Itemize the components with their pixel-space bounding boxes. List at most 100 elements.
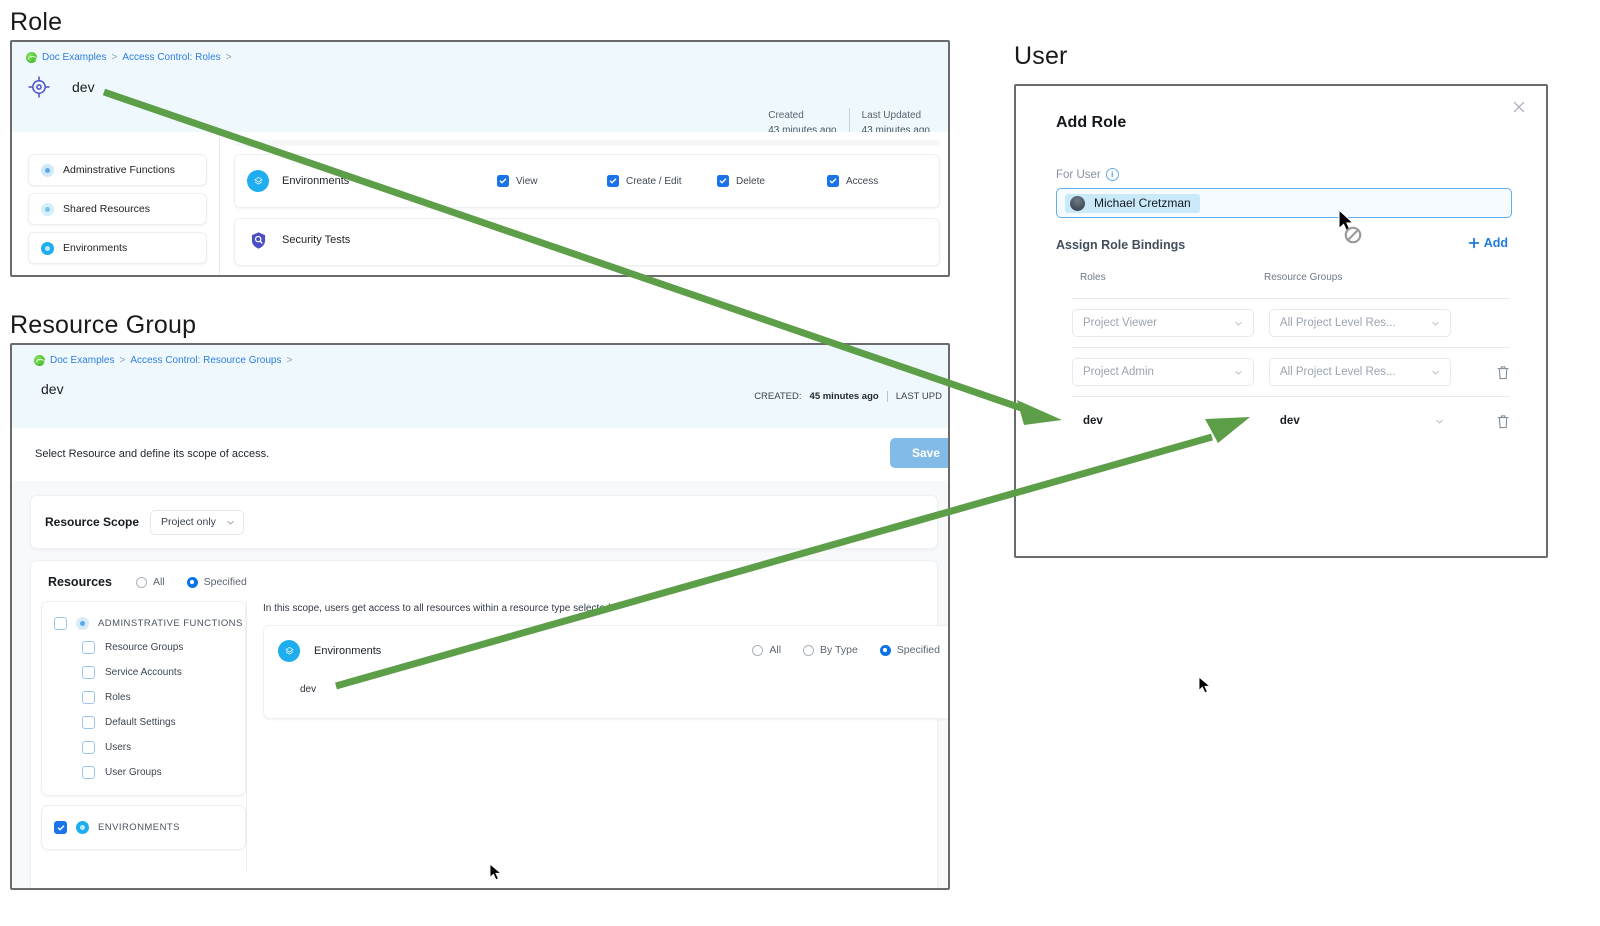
- resource-group-select[interactable]: All Project Level Res...: [1268, 309, 1451, 337]
- checkbox-view[interactable]: View: [497, 175, 607, 187]
- table-row: dev dev: [1072, 396, 1510, 445]
- checkbox-create-edit[interactable]: Create / Edit: [607, 175, 717, 187]
- checkbox-delete[interactable]: Delete: [717, 175, 827, 187]
- sidebar-item-label: Adminstrative Functions: [63, 164, 176, 176]
- resource-item-roles[interactable]: Roles: [42, 685, 245, 710]
- radio-resources-all[interactable]: All: [135, 576, 165, 588]
- role-select[interactable]: Project Viewer: [1072, 309, 1254, 337]
- resource-scope-select[interactable]: Project only: [150, 509, 244, 535]
- user-chip-label: Michael Cretzman: [1094, 196, 1191, 210]
- radio-icon: [752, 644, 764, 656]
- save-button[interactable]: Save: [889, 438, 948, 468]
- resource-group-select[interactable]: All Project Level Res...: [1268, 358, 1451, 386]
- checkbox-checked-icon: [607, 175, 619, 187]
- checkbox-icon[interactable]: [82, 666, 95, 679]
- radio-label: Specified: [203, 576, 247, 588]
- resource-item-label: User Groups: [105, 767, 162, 778]
- checkbox-icon[interactable]: [82, 691, 95, 704]
- resource-scope-label: Resource Scope: [45, 515, 140, 529]
- dot-icon: [76, 617, 89, 630]
- add-binding-button[interactable]: Add: [1468, 236, 1508, 250]
- chevron-down-icon: [1436, 419, 1443, 424]
- bindings-table-body: Project Viewer All Project Level Res... …: [1072, 298, 1510, 445]
- checkbox-access[interactable]: Access: [827, 175, 937, 187]
- checkbox-checked-icon: [827, 175, 839, 187]
- radio-icon: [135, 576, 147, 588]
- breadcrumb-item-resource-groups[interactable]: Access Control: Resource Groups: [130, 355, 282, 366]
- add-binding-label: Add: [1483, 236, 1508, 250]
- user-input[interactable]: Michael Cretzman: [1056, 188, 1512, 218]
- resource-scope-value: Project only: [161, 516, 216, 528]
- resource-item-label: Service Accounts: [105, 667, 182, 678]
- dot-icon: [41, 202, 54, 216]
- for-user-label: For User i: [1056, 168, 1119, 181]
- resource-group-subheader: Select Resource and define its scope of …: [12, 428, 948, 482]
- radio-label: By Type: [820, 644, 858, 656]
- resource-group-select-value: All Project Level Res...: [1279, 366, 1396, 378]
- resource-item-resource-groups[interactable]: Resource Groups: [42, 635, 245, 660]
- role-meta-created-label: Created: [768, 110, 804, 121]
- breadcrumb-item-roles[interactable]: Access Control: Roles: [122, 52, 221, 63]
- group-header[interactable]: ADMINSTRATIVE FUNCTIONS: [42, 612, 245, 635]
- resource-group-cell: All Project Level Res...: [1268, 309, 1466, 337]
- checkbox-icon[interactable]: [82, 766, 95, 779]
- scope-note: In this scope, users get access to all r…: [263, 603, 611, 614]
- resource-group-title: dev: [41, 381, 64, 397]
- sidebar-item-environments[interactable]: Environments: [28, 232, 207, 264]
- info-icon[interactable]: i: [1105, 168, 1119, 181]
- role-select-value: Project Viewer: [1083, 317, 1157, 329]
- sidebar-item-administrative-functions[interactable]: Adminstrative Functions: [28, 154, 207, 186]
- group-header[interactable]: ENVIRONMENTS: [42, 816, 245, 839]
- resource-group-content: Resource Scope Project only Resources Al…: [12, 481, 948, 888]
- checkbox-checked-icon[interactable]: [54, 821, 67, 834]
- chevron-down-icon: [1235, 370, 1242, 375]
- permission-row-security-tests: Security Tests: [234, 218, 940, 266]
- role-select[interactable]: dev: [1072, 407, 1258, 435]
- checkbox-icon[interactable]: [82, 716, 95, 729]
- radio-env-by-type[interactable]: By Type: [803, 644, 858, 656]
- environments-radio-group: All By Type Specified: [752, 644, 940, 656]
- sidebar-item-shared-resources[interactable]: Shared Resources: [28, 193, 207, 225]
- chevron-down-icon: [1432, 321, 1439, 326]
- radio-label: All: [152, 576, 165, 588]
- role-breadcrumb: Doc Examples > Access Control: Roles >: [26, 52, 232, 63]
- resource-item-default-settings[interactable]: Default Settings: [42, 710, 245, 735]
- checkbox-icon[interactable]: [54, 617, 67, 630]
- checkbox-checked-icon: [497, 175, 509, 187]
- breadcrumb-separator: >: [225, 52, 232, 63]
- breadcrumb-item-project[interactable]: Doc Examples: [50, 355, 115, 366]
- delete-row-button[interactable]: [1496, 413, 1510, 430]
- resource-item-users[interactable]: Users: [42, 735, 245, 760]
- resources-tree: ADMINSTRATIVE FUNCTIONS Resource Groups …: [31, 601, 247, 873]
- table-row: Project Admin All Project Level Res...: [1072, 347, 1510, 396]
- resource-item-user-groups[interactable]: User Groups: [42, 760, 245, 785]
- chevron-down-icon: [1235, 321, 1242, 326]
- delete-row-button[interactable]: [1496, 364, 1510, 381]
- resource-group-meta: CREATED: 45 minutes ago LAST UPD: [754, 391, 942, 402]
- resource-group-select[interactable]: dev: [1269, 407, 1455, 435]
- close-icon[interactable]: [1508, 96, 1530, 118]
- for-user-text: For User: [1056, 168, 1101, 181]
- radio-resources-specified[interactable]: Specified: [186, 576, 247, 588]
- resources-columns: ADMINSTRATIVE FUNCTIONS Resource Groups …: [31, 601, 948, 873]
- resource-group-cell: All Project Level Res...: [1268, 358, 1466, 386]
- chevron-down-icon: [227, 520, 234, 525]
- breadcrumb-item-project[interactable]: Doc Examples: [42, 52, 107, 63]
- checkbox-icon[interactable]: [82, 741, 95, 754]
- user-chip[interactable]: Michael Cretzman: [1065, 193, 1200, 213]
- role-select[interactable]: Project Admin: [1072, 358, 1254, 386]
- resource-group-cell: dev: [1269, 407, 1466, 435]
- sidebar-item-label: Shared Resources: [63, 203, 150, 215]
- group-label: ENVIRONMENTS: [98, 822, 180, 833]
- role-body: Adminstrative Functions Shared Resources…: [12, 132, 948, 275]
- permission-row-label: Security Tests: [282, 234, 351, 246]
- radio-env-all[interactable]: All: [752, 644, 781, 656]
- checkbox-icon[interactable]: [82, 641, 95, 654]
- avatar: [1070, 195, 1085, 211]
- resource-item-service-accounts[interactable]: Service Accounts: [42, 660, 245, 685]
- group-label: ADMINSTRATIVE FUNCTIONS: [98, 618, 243, 629]
- resource-group-administrative-functions: ADMINSTRATIVE FUNCTIONS Resource Groups …: [41, 601, 246, 796]
- radio-env-specified[interactable]: Specified: [879, 644, 940, 656]
- rg-meta-created-value: 45 minutes ago: [809, 391, 879, 402]
- role-select-value: Project Admin: [1083, 366, 1154, 378]
